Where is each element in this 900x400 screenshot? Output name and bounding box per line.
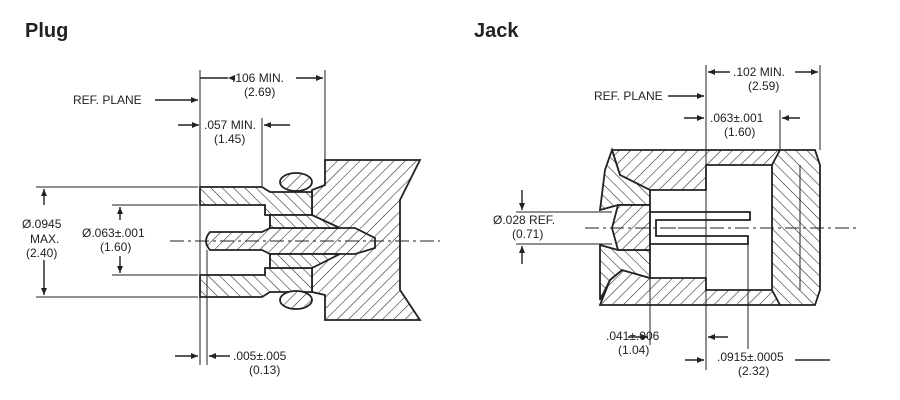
jack-contact-fingers bbox=[649, 211, 751, 245]
jack-overall-len: .102 MIN. bbox=[733, 65, 785, 79]
plug-overall-len: .106 MIN. bbox=[232, 71, 284, 85]
plug-outer-dia-mm: (2.40) bbox=[26, 246, 57, 260]
jack-housing-bottom bbox=[598, 269, 781, 306]
plug-pin-offset-mm: (0.13) bbox=[249, 363, 280, 377]
plug-coupling-ring-bottom bbox=[279, 290, 313, 310]
plug-recess: .057 MIN. bbox=[204, 118, 256, 132]
jack-inner-dia: .063±.001 bbox=[710, 111, 764, 125]
jack-pin-dia: Ø.028 REF. bbox=[493, 213, 555, 227]
plug-recess-mm: (1.45) bbox=[214, 132, 245, 146]
jack-contact-mm: (2.32) bbox=[738, 364, 769, 378]
plug-dielectric-lower bbox=[269, 253, 341, 269]
plug-title: Plug bbox=[25, 20, 68, 42]
jack-pin-dia-mm: (0.71) bbox=[512, 227, 543, 241]
jack-recess: .041±.006 bbox=[606, 329, 660, 343]
plug-inner-dia-mm: (1.60) bbox=[100, 240, 131, 254]
plug-outer-sleeve-bottom bbox=[199, 267, 313, 298]
plug-overall-len-mm: (2.69) bbox=[244, 85, 275, 99]
plug-outer-dia-1: Ø.0945 bbox=[22, 217, 62, 231]
jack-inner-dia-mm: (1.60) bbox=[724, 125, 755, 139]
plug-inner-dia: Ø.063±.001 bbox=[82, 226, 145, 240]
plug-outer-dia-2: MAX. bbox=[30, 232, 59, 246]
plug-ref-plane-label: REF. PLANE bbox=[73, 93, 142, 107]
jack-overall-len-mm: (2.59) bbox=[748, 79, 779, 93]
jack-recess-mm: (1.04) bbox=[618, 343, 649, 357]
jack-contact-label-bg bbox=[715, 349, 795, 377]
plug-pin-offset: .005±.005 bbox=[233, 349, 287, 363]
jack-ref-plane-label: REF. PLANE bbox=[594, 89, 663, 103]
jack-section: Jack .102 MIN. (2.59) REF. PLANE .063±.0 bbox=[474, 20, 860, 378]
plug-coupling-ring-top bbox=[279, 172, 313, 192]
jack-contact: .0915±.0005 bbox=[717, 350, 784, 364]
jack-title: Jack bbox=[474, 20, 519, 42]
plug-dielectric bbox=[269, 214, 341, 229]
plug-section: Plug .106 MIN. (2.69) REF. PLANE .057 MI… bbox=[22, 20, 440, 377]
